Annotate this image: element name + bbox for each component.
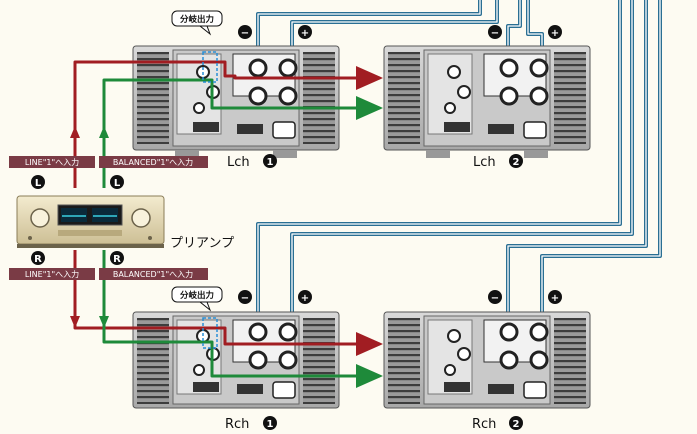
amp-label-rch-1: Rch 1 <box>225 416 277 432</box>
plus-mark: + <box>301 28 309 39</box>
amp-lch-2 <box>384 46 590 158</box>
amp-label-rch-2: Rch 2 <box>472 416 523 432</box>
amp-number: 1 <box>267 157 274 168</box>
minus-mark: − <box>241 293 249 304</box>
left-channel-badge: L <box>35 178 42 189</box>
left-channel-badge: L <box>114 178 121 189</box>
amp-label-lch-2: Lch 2 <box>473 154 523 170</box>
balanced-input-tag: BALANCED"1"へ入力 <box>113 157 193 167</box>
input-tags-top: LINE"1"へ入力 BALANCED"1"へ入力 <box>9 156 208 168</box>
input-tags-bottom: LINE"1"へ入力 BALANCED"1"へ入力 <box>9 268 208 280</box>
preamp-label: プリアンプ <box>170 236 234 251</box>
amp-rch-2 <box>384 312 590 408</box>
minus-mark: − <box>491 293 499 304</box>
amp-rch-1 <box>133 312 339 408</box>
plus-mark: + <box>551 293 559 304</box>
split-output-callout-bottom: 分岐出力 <box>172 287 222 310</box>
right-channel-badge: R <box>34 254 42 265</box>
amp-label-text: Rch <box>225 417 249 432</box>
plus-mark: + <box>551 28 559 39</box>
amp-label-lch-1: Lch 1 <box>227 154 277 170</box>
amp-number: 2 <box>513 157 520 168</box>
minus-mark: − <box>491 28 499 39</box>
right-channel-badge: R <box>113 254 121 265</box>
amp-label-text: Rch <box>472 417 496 432</box>
line-input-tag: LINE"1"へ入力 <box>25 269 79 279</box>
balanced-input-tag: BALANCED"1"へ入力 <box>113 269 193 279</box>
split-output-callout-top: 分岐出力 <box>172 11 222 34</box>
split-output-label: 分岐出力 <box>180 14 214 25</box>
preamp-unit <box>17 196 164 248</box>
line-input-tag: LINE"1"へ入力 <box>25 157 79 167</box>
split-output-label: 分岐出力 <box>180 290 214 301</box>
plus-mark: + <box>301 293 309 304</box>
minus-mark: − <box>241 28 249 39</box>
amp-label-text: Lch <box>227 155 250 170</box>
amp-number: 1 <box>267 419 274 430</box>
amp-label-text: Lch <box>473 155 496 170</box>
amp-number: 2 <box>513 419 520 430</box>
